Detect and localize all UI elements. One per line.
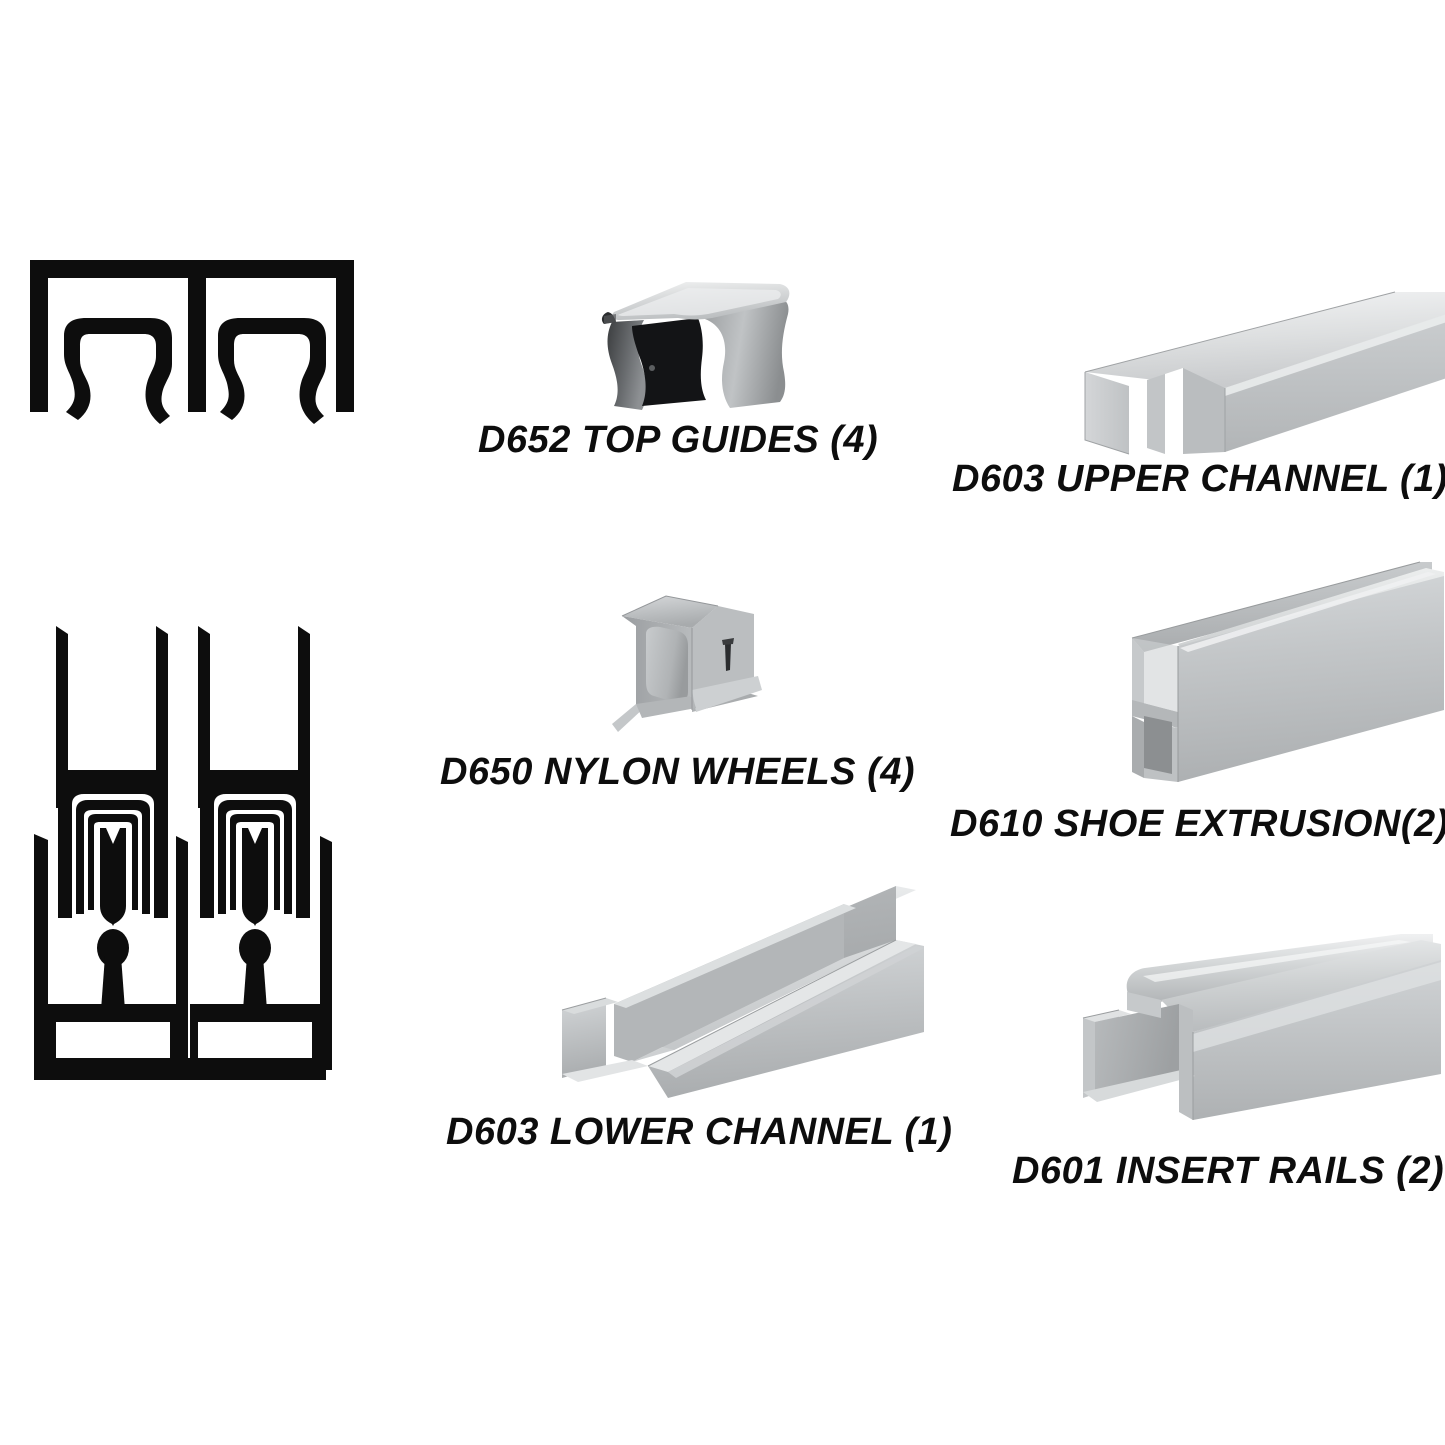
upper-channel-figure xyxy=(1065,291,1445,458)
lower-assembly-cross-section-icon xyxy=(34,626,332,1080)
nylon-wheel-icon xyxy=(612,595,762,732)
top-guide-label: D652 TOP GUIDES (4) xyxy=(478,419,879,461)
shoe-extrusion-icon xyxy=(1131,561,1444,782)
upper-channel-icon xyxy=(1084,291,1445,455)
lower-assembly-cross-section xyxy=(26,618,342,1088)
insert-rail-label: D601 INSERT RAILS (2) xyxy=(1012,1150,1445,1192)
right-panel-assembly xyxy=(176,626,332,1080)
upper-track-cross-section-icon xyxy=(30,260,354,424)
top-guide-icon xyxy=(601,282,790,410)
upper-channel-label: D603 UPPER CHANNEL (1) xyxy=(952,458,1445,500)
nylon-wheel-figure xyxy=(592,592,788,740)
shoe-extrusion-figure xyxy=(1046,560,1444,782)
insert-rail-figure xyxy=(1065,934,1441,1130)
lower-channel-label: D603 LOWER CHANNEL (1) xyxy=(446,1111,953,1153)
insert-rail-icon xyxy=(1082,934,1441,1120)
shoe-extrusion-label: D610 SHOE EXTRUSION(2) xyxy=(950,803,1445,845)
upper-track-cross-section xyxy=(22,252,362,432)
nylon-wheel-label: D650 NYLON WHEELS (4) xyxy=(440,751,916,793)
top-guide-figure xyxy=(590,276,800,412)
lower-channel-icon xyxy=(561,886,924,1098)
lower-channel-figure xyxy=(544,884,924,1098)
left-panel-assembly xyxy=(34,626,188,1080)
